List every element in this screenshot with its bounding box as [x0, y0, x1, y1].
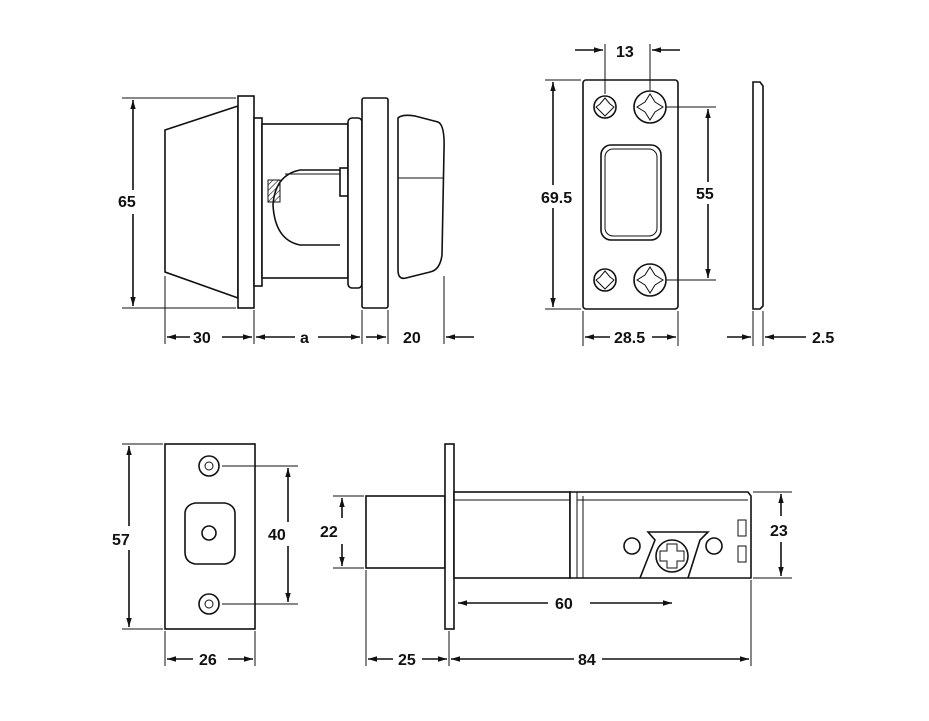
dim-length-20: 20 [403, 330, 421, 347]
latch-side-view [365, 443, 752, 630]
dim-backset-84: 84 [578, 652, 596, 669]
dim-length-25: 25 [398, 652, 416, 669]
latch-face-plate-view [164, 443, 256, 630]
dim-height-57: 57 [112, 532, 130, 549]
dim-width-26: 26 [199, 652, 217, 669]
dim-housing-height-23: 23 [770, 523, 788, 540]
strike-plate-dimensions: 13 69.5 55 28.5 2.5 [541, 44, 834, 347]
dim-length-60: 60 [555, 596, 573, 613]
dim-hole-spacing-40: 40 [268, 527, 286, 544]
dim-bolt-height-22: 22 [320, 524, 338, 541]
dim-screw-offset-13: 13 [616, 44, 634, 61]
dim-height-65: 65 [118, 194, 136, 211]
deadbolt-side-view [164, 95, 445, 309]
deadbolt-dimensions: 65 30 a 20 [118, 97, 474, 347]
dim-hole-spacing-55: 55 [696, 186, 714, 203]
dim-length-a: a [300, 330, 309, 347]
dim-thickness-2-5: 2.5 [812, 330, 834, 347]
dim-width-30: 30 [193, 330, 211, 347]
dim-width-28-5: 28.5 [614, 330, 645, 347]
strike-plate-front-view [582, 79, 764, 310]
latch-face-plate-dimensions: 57 40 26 [112, 443, 298, 669]
dim-height-69-5: 69.5 [541, 190, 572, 207]
latch-side-dimensions: 22 23 60 25 84 [320, 491, 792, 669]
